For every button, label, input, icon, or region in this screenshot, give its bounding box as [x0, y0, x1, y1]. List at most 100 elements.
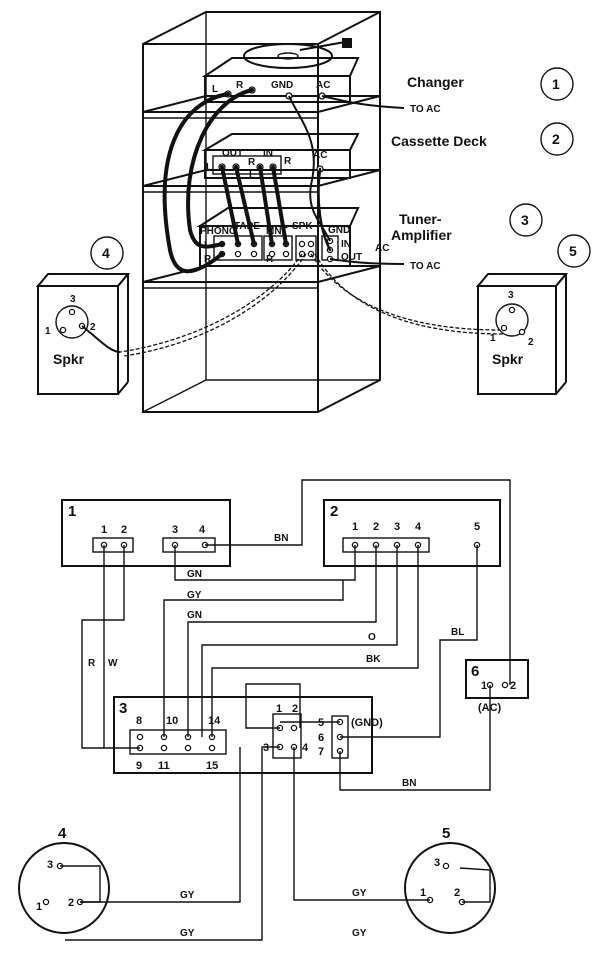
tuner-amplifier-title: Tuner- — [399, 211, 442, 227]
callout-1: 1 — [540, 67, 574, 101]
callout-2-number: 2 — [552, 131, 560, 147]
box-3-term-10: 10 — [166, 715, 178, 727]
cassette-r1-label: R — [248, 157, 256, 168]
cassette-deck-title: Cassette Deck — [391, 133, 487, 149]
schematic-box-4: 4 3 1 2 — [18, 825, 110, 934]
wire-label-bn-top: BN — [274, 533, 288, 544]
box-6-id: 6 — [471, 663, 479, 680]
callout-5: 5 — [557, 234, 591, 268]
cassette-r2-label: R — [284, 156, 292, 167]
schematic-box-1: 1 1 2 3 4 — [61, 499, 231, 567]
cassette-l2-label: L — [249, 170, 255, 181]
schematic-wires — [60, 479, 511, 941]
box-2-term-1: 1 — [352, 521, 358, 533]
box-3-term-5: 5 — [318, 717, 324, 729]
wire-label-gy-right-upper: GY — [352, 888, 367, 899]
wire-label-gy-left-lower: GY — [180, 928, 195, 939]
pictorial-view: L R GND AC OUT IN L R L R AC — [35, 11, 591, 413]
changer-gnd-label: GND — [271, 80, 293, 91]
cassette-l-label: L — [206, 162, 212, 173]
right-spkr-terminal-2: 2 — [528, 337, 534, 348]
tuner-r-label: R — [204, 254, 212, 265]
wire-label-bk: BK — [366, 654, 381, 665]
callout-1-number: 1 — [552, 76, 560, 92]
schematic-box-2: 2 1 2 3 4 5 — [323, 499, 501, 567]
box-3-term-11: 11 — [158, 760, 170, 772]
box-3-term-15: 15 — [206, 760, 218, 772]
callout-4: 4 — [90, 236, 124, 270]
box-5-term-2: 2 — [454, 887, 460, 899]
box-2-id: 2 — [330, 503, 338, 520]
box-3-term-2: 2 — [292, 703, 298, 715]
to-ac-label-top: TO AC — [410, 104, 441, 115]
box-3-term-4: 4 — [302, 742, 309, 754]
tuner-gnd-label: GND — [328, 225, 350, 236]
box-4-id: 4 — [58, 825, 67, 842]
schematic-box-5: 5 3 1 2 — [404, 825, 496, 934]
schematic-box-6: 6 1 2 (AC) — [465, 659, 529, 714]
box-3-term-3: 3 — [263, 742, 269, 754]
box-2-term-3: 3 — [394, 521, 400, 533]
box-1-term-2: 2 — [121, 524, 127, 536]
wire-label-r: R — [88, 658, 96, 669]
box-3-term-7: 7 — [318, 746, 324, 758]
wire-label-bl: BL — [451, 627, 464, 638]
pictorial-cables — [119, 88, 505, 357]
box-2-term-2: 2 — [373, 521, 379, 533]
box-3-term-9: 9 — [136, 760, 142, 772]
changer-r-label: R — [236, 80, 244, 91]
tuner-spk-label: SPK — [292, 221, 313, 232]
box-6-term-1: 1 — [481, 680, 487, 692]
cabinet — [142, 11, 381, 413]
box-1-term-1: 1 — [101, 524, 107, 536]
changer-title: Changer — [407, 74, 464, 90]
box-2-term-4: 4 — [415, 521, 422, 533]
tuner-amplifier-title-2: Amplifier — [391, 227, 452, 243]
left-spkr-terminal-3: 3 — [70, 294, 76, 305]
box-2-term-5: 5 — [474, 521, 480, 533]
left-spkr-label: Spkr — [53, 351, 85, 367]
callout-4-number: 4 — [102, 245, 110, 261]
wire-label-bn-bottom: BN — [402, 778, 416, 789]
tuner-out-label: OUT — [341, 252, 362, 263]
changer-unit: L R GND AC — [201, 38, 360, 103]
box-1-term-4: 4 — [199, 524, 206, 536]
box-3-term-1: 1 — [276, 703, 282, 715]
box-3-term-6: 6 — [318, 732, 324, 744]
wire-label-gy-right-lower: GY — [352, 928, 367, 939]
tuner-amplifier-unit: PHONO TAPE MNT SPK GND IN OUT AC L R R — [196, 207, 389, 267]
tuner-phono-label: PHONO — [200, 226, 237, 237]
wire-label-gy-left-upper: GY — [180, 890, 195, 901]
box-5-id: 5 — [442, 825, 450, 842]
box-3-term-8: 8 — [136, 715, 142, 727]
right-spkr-label: Spkr — [492, 351, 524, 367]
wire-label-o: O — [368, 632, 376, 643]
right-speaker: 3 1 2 Spkr — [475, 273, 569, 395]
left-speaker: 3 1 2 Spkr — [35, 273, 131, 395]
schematic-box-3: 3 8 10 14 9 11 15 1 2 3 4 5 6 7 — [113, 696, 383, 774]
box-1-term-3: 3 — [172, 524, 178, 536]
callout-3-number: 3 — [521, 212, 529, 228]
changer-ac-label: AC — [316, 80, 330, 91]
callout-2: 2 — [540, 122, 574, 156]
cassette-in-label: IN — [263, 148, 273, 159]
callout-3: 3 — [509, 203, 543, 237]
box-3-id: 3 — [119, 700, 127, 717]
tuner-tape-label: TAPE — [234, 221, 260, 232]
right-spkr-terminal-3: 3 — [508, 290, 514, 301]
tuner-mnt-label: MNT — [266, 226, 288, 237]
callout-5-number: 5 — [569, 243, 577, 259]
schematic-view: 1 1 2 3 4 2 1 2 3 4 5 — [18, 479, 529, 941]
box-5-term-1: 1 — [420, 887, 426, 899]
box-3-term-14: 14 — [208, 715, 221, 727]
box-4-term-1: 1 — [36, 901, 42, 913]
box-6-term-2: 2 — [510, 680, 516, 692]
changer-l-label: L — [212, 84, 218, 95]
wire-label-w: W — [108, 658, 118, 669]
box-3-gnd-label: (GND) — [351, 717, 383, 729]
box-4-term-3: 3 — [47, 859, 53, 871]
box-4-term-2: 2 — [68, 897, 74, 909]
left-spkr-terminal-1: 1 — [45, 326, 51, 337]
tuner-ac-label: AC — [375, 243, 389, 254]
